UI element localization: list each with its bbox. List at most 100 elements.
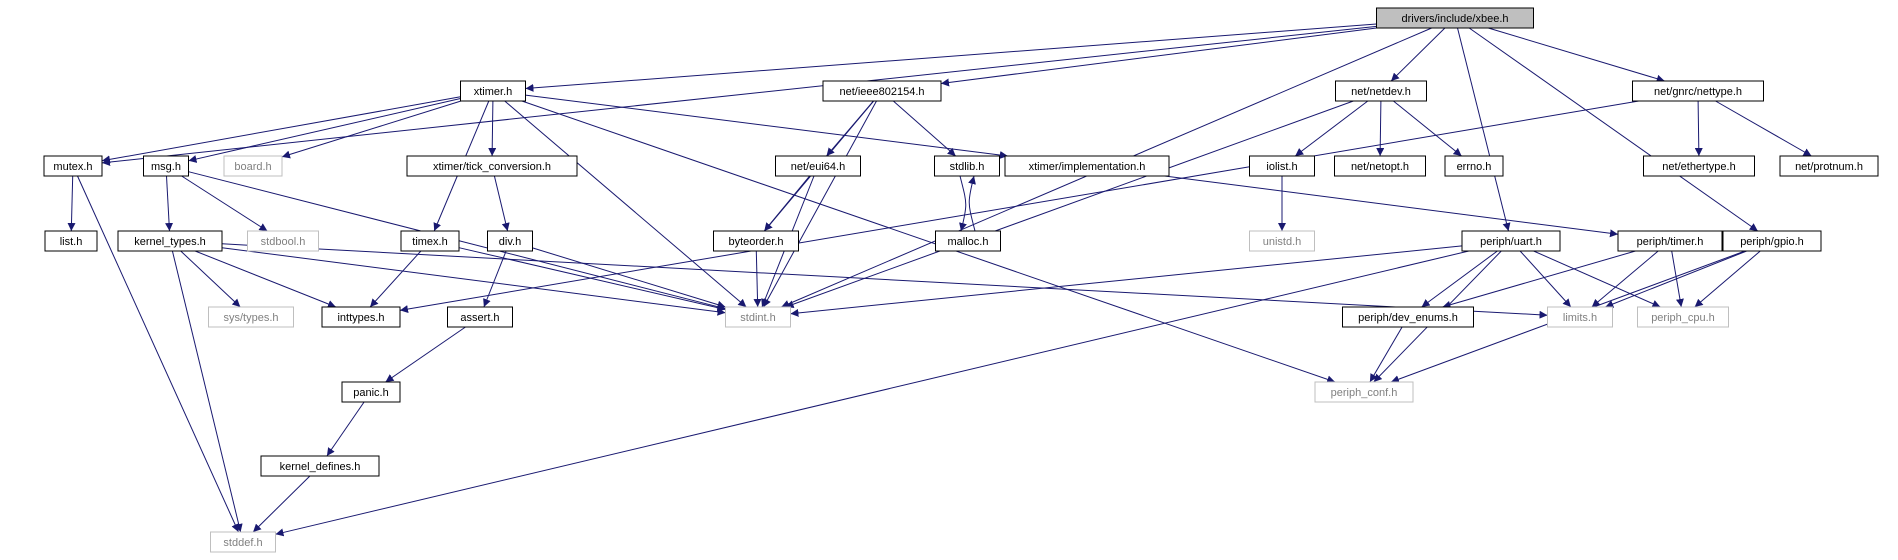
node-label: stdbool.h (261, 236, 306, 248)
edge-div-to-stdint (532, 247, 726, 309)
node-timex[interactable]: timex.h (400, 230, 460, 252)
node-ptimer[interactable]: periph/timer.h (1617, 230, 1723, 252)
edge-ktypes-to-stddef (171, 250, 243, 533)
edge-ktypes-to-inttypes (194, 250, 337, 308)
edge-xbee-to-nettype (1488, 27, 1665, 83)
node-ximpl[interactable]: xtimer/implementation.h (1004, 155, 1170, 177)
edge-byteorder-to-stdint (753, 250, 762, 308)
edge-nettype-to-ethertype (1694, 100, 1703, 157)
edge-puart-to-stddef (275, 250, 1470, 537)
edge-netdev-to-iolist (1294, 100, 1369, 157)
node-mutex[interactable]: mutex.h (43, 155, 103, 177)
node-unistd: unistd.h (1249, 230, 1315, 252)
node-byteorder[interactable]: byteorder.h (713, 230, 799, 252)
node-label: stddef.h (223, 537, 262, 549)
node-box (460, 80, 526, 102)
node-label: inttypes.h (337, 312, 384, 324)
node-label: stdint.h (740, 312, 775, 324)
node-assert[interactable]: assert.h (447, 306, 513, 328)
node-puart[interactable]: periph/uart.h (1461, 230, 1561, 252)
node-malloc[interactable]: malloc.h (935, 230, 1001, 252)
node-protnum[interactable]: net/protnum.h (1779, 155, 1879, 177)
edge-xbee-to-ieee (940, 27, 1377, 87)
edge-tickconv-to-div (493, 175, 510, 232)
edge-netdev-to-netopt (1376, 100, 1385, 157)
node-eui64[interactable]: net/eui64.h (775, 155, 861, 177)
node-panic[interactable]: panic.h (341, 381, 401, 403)
edge-xbee-to-netdev (1390, 27, 1446, 82)
node-label: sys/types.h (223, 312, 278, 324)
node-label: msg.h (151, 161, 181, 173)
node-xbee[interactable]: drivers/include/xbee.h (1376, 7, 1534, 29)
edge-puart-to-stdint (790, 245, 1463, 317)
node-label: periph/uart.h (1480, 236, 1542, 248)
node-box (1444, 155, 1504, 177)
edge-mutex-to-stddef (77, 175, 239, 533)
node-errno[interactable]: errno.h (1444, 155, 1504, 177)
node-xtimer[interactable]: xtimer.h (460, 80, 526, 102)
edge-pgpio-to-limits (1605, 250, 1747, 308)
node-box (1632, 80, 1764, 102)
node-box (487, 230, 533, 252)
node-box (447, 306, 513, 328)
node-netopt[interactable]: net/netopt.h (1334, 155, 1426, 177)
node-box (321, 306, 401, 328)
node-inttypes[interactable]: inttypes.h (321, 306, 401, 328)
node-label: timex.h (412, 236, 447, 248)
node-box (775, 155, 861, 177)
node-label: div.h (499, 236, 521, 248)
edge-netdev-to-errno (1393, 100, 1462, 157)
edge-ptimer-to-limits (1591, 250, 1659, 308)
node-box (1643, 155, 1755, 177)
node-box (208, 306, 294, 328)
edge-mutex-to-list (67, 175, 76, 232)
node-box (822, 80, 942, 102)
node-label: panic.h (353, 387, 388, 399)
node-pcpu: periph_cpu.h (1637, 306, 1729, 328)
node-ethertype[interactable]: net/ethertype.h (1643, 155, 1755, 177)
node-msg[interactable]: msg.h (143, 155, 189, 177)
node-box (341, 381, 401, 403)
node-stdint: stdint.h (725, 306, 791, 328)
edge-xtimer-to-stdint (504, 100, 747, 308)
node-tickconv[interactable]: xtimer/tick_conversion.h (406, 155, 578, 177)
node-ktypes[interactable]: kernel_types.h (117, 230, 223, 252)
node-box (43, 155, 103, 177)
node-iolist[interactable]: iolist.h (1249, 155, 1315, 177)
node-label: net/ethertype.h (1662, 161, 1735, 173)
node-systypes: sys/types.h (208, 306, 294, 328)
node-pconf: periph_conf.h (1314, 381, 1414, 403)
node-box (223, 155, 283, 177)
node-stdlib[interactable]: stdlib.h (934, 155, 1000, 177)
edge-ktypes-to-limits (221, 243, 1548, 319)
node-netdev[interactable]: net/netdev.h (1335, 80, 1427, 102)
node-box (1334, 155, 1426, 177)
node-list[interactable]: list.h (44, 230, 98, 252)
edge-panic-to-kdef (326, 401, 365, 457)
node-label: board.h (234, 161, 271, 173)
node-stddef: stddef.h (210, 531, 276, 553)
node-label: xtimer/tick_conversion.h (433, 161, 551, 173)
node-div[interactable]: div.h (487, 230, 533, 252)
edge-netdev-to-stdint (785, 100, 1354, 309)
edge-ktypes-to-systypes (180, 250, 241, 308)
node-label: mutex.h (53, 161, 92, 173)
node-kdef[interactable]: kernel_defines.h (260, 455, 380, 477)
node-ieee[interactable]: net/ieee802154.h (822, 80, 942, 102)
node-box (44, 230, 98, 252)
node-box (1637, 306, 1729, 328)
node-nettype[interactable]: net/gnrc/nettype.h (1632, 80, 1764, 102)
edge-div-to-assert (483, 250, 507, 308)
node-board: board.h (223, 155, 283, 177)
node-pgpio[interactable]: periph/gpio.h (1722, 230, 1822, 252)
node-box (117, 230, 223, 252)
node-label: net/netopt.h (1351, 161, 1409, 173)
node-box (143, 155, 189, 177)
nodes-layer: drivers/include/xbee.h xtimer.h net/ieee80… (43, 7, 1879, 553)
node-label: unistd.h (1263, 236, 1302, 248)
edge-xtimer-to-board (281, 100, 462, 159)
node-penums[interactable]: periph/dev_enums.h (1342, 306, 1474, 328)
node-box (400, 230, 460, 252)
node-label: kernel_defines.h (280, 461, 361, 473)
